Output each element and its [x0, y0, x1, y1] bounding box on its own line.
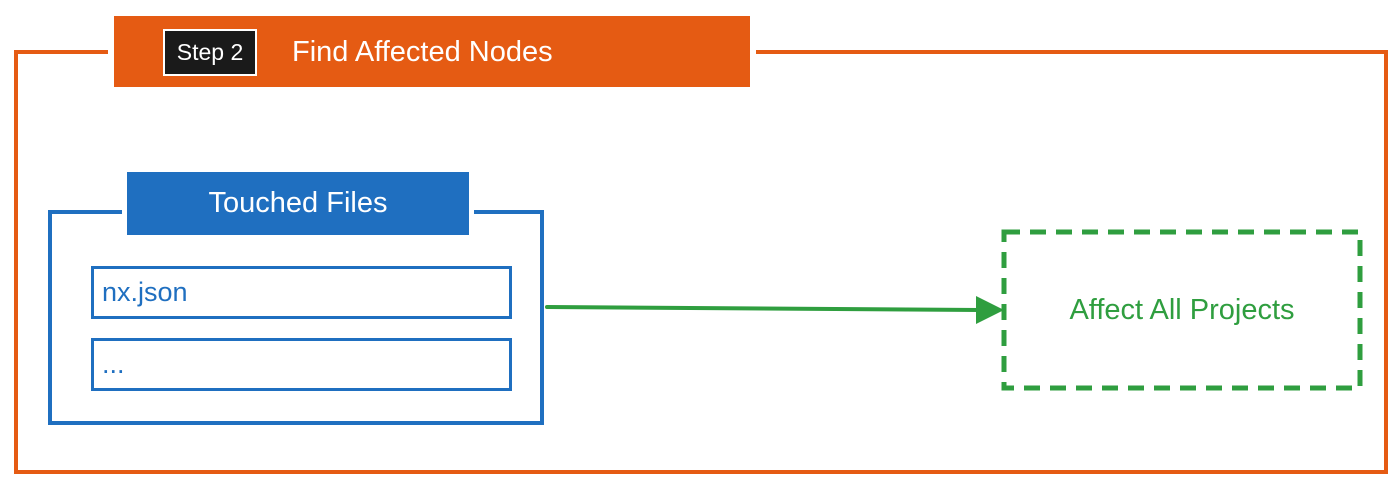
file-item-nx-json: nx.json: [91, 266, 512, 319]
touched-files-title: Touched Files: [127, 172, 469, 235]
file-item-ellipsis: ...: [91, 338, 512, 391]
affect-all-projects-box: [1001, 229, 1363, 391]
step-badge: Step 2: [163, 29, 257, 76]
arrow-right-icon: [545, 305, 982, 312]
affect-all-projects-label: Affect All Projects: [1069, 294, 1295, 326]
step-title: Find Affected Nodes: [292, 36, 553, 68]
arrowhead-icon: [976, 296, 1004, 324]
